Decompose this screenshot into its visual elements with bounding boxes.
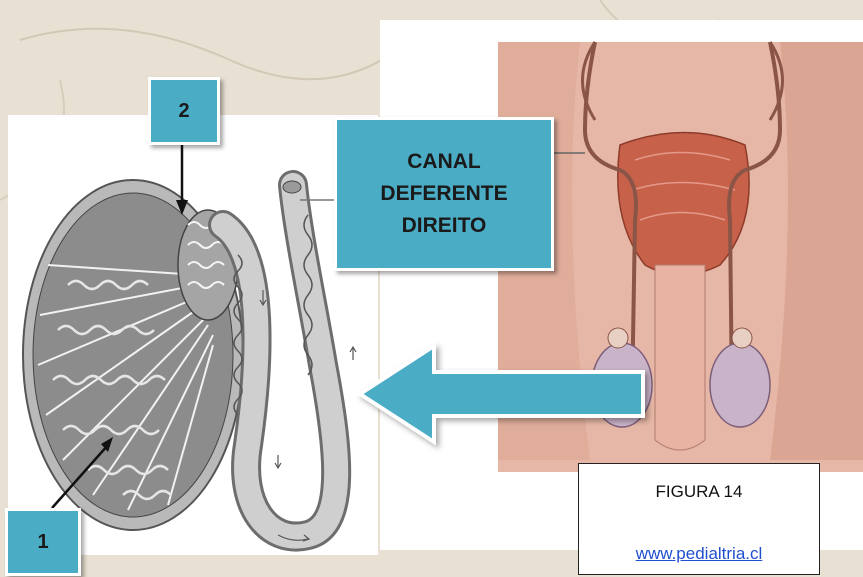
canal-label-line2: DEFERENTE [380, 178, 507, 210]
testis-diagram-panel [8, 115, 378, 555]
label-marker-2: 2 [148, 77, 220, 145]
figure-title: FIGURA 14 [579, 482, 819, 502]
label-marker-2-text: 2 [178, 100, 189, 123]
canal-deferente-label: CANAL DEFERENTE DIREITO [334, 117, 554, 271]
label-marker-1-text: 1 [37, 531, 48, 554]
canal-label-line3: DIREITO [402, 210, 487, 242]
label-marker-1: 1 [5, 508, 81, 576]
testis-epididymis-illustration [8, 115, 378, 555]
figure-caption: FIGURA 14 www.pedialtria.cl [578, 463, 820, 575]
canal-label-line1: CANAL [407, 146, 481, 178]
source-link[interactable]: www.pedialtria.cl [579, 544, 819, 564]
